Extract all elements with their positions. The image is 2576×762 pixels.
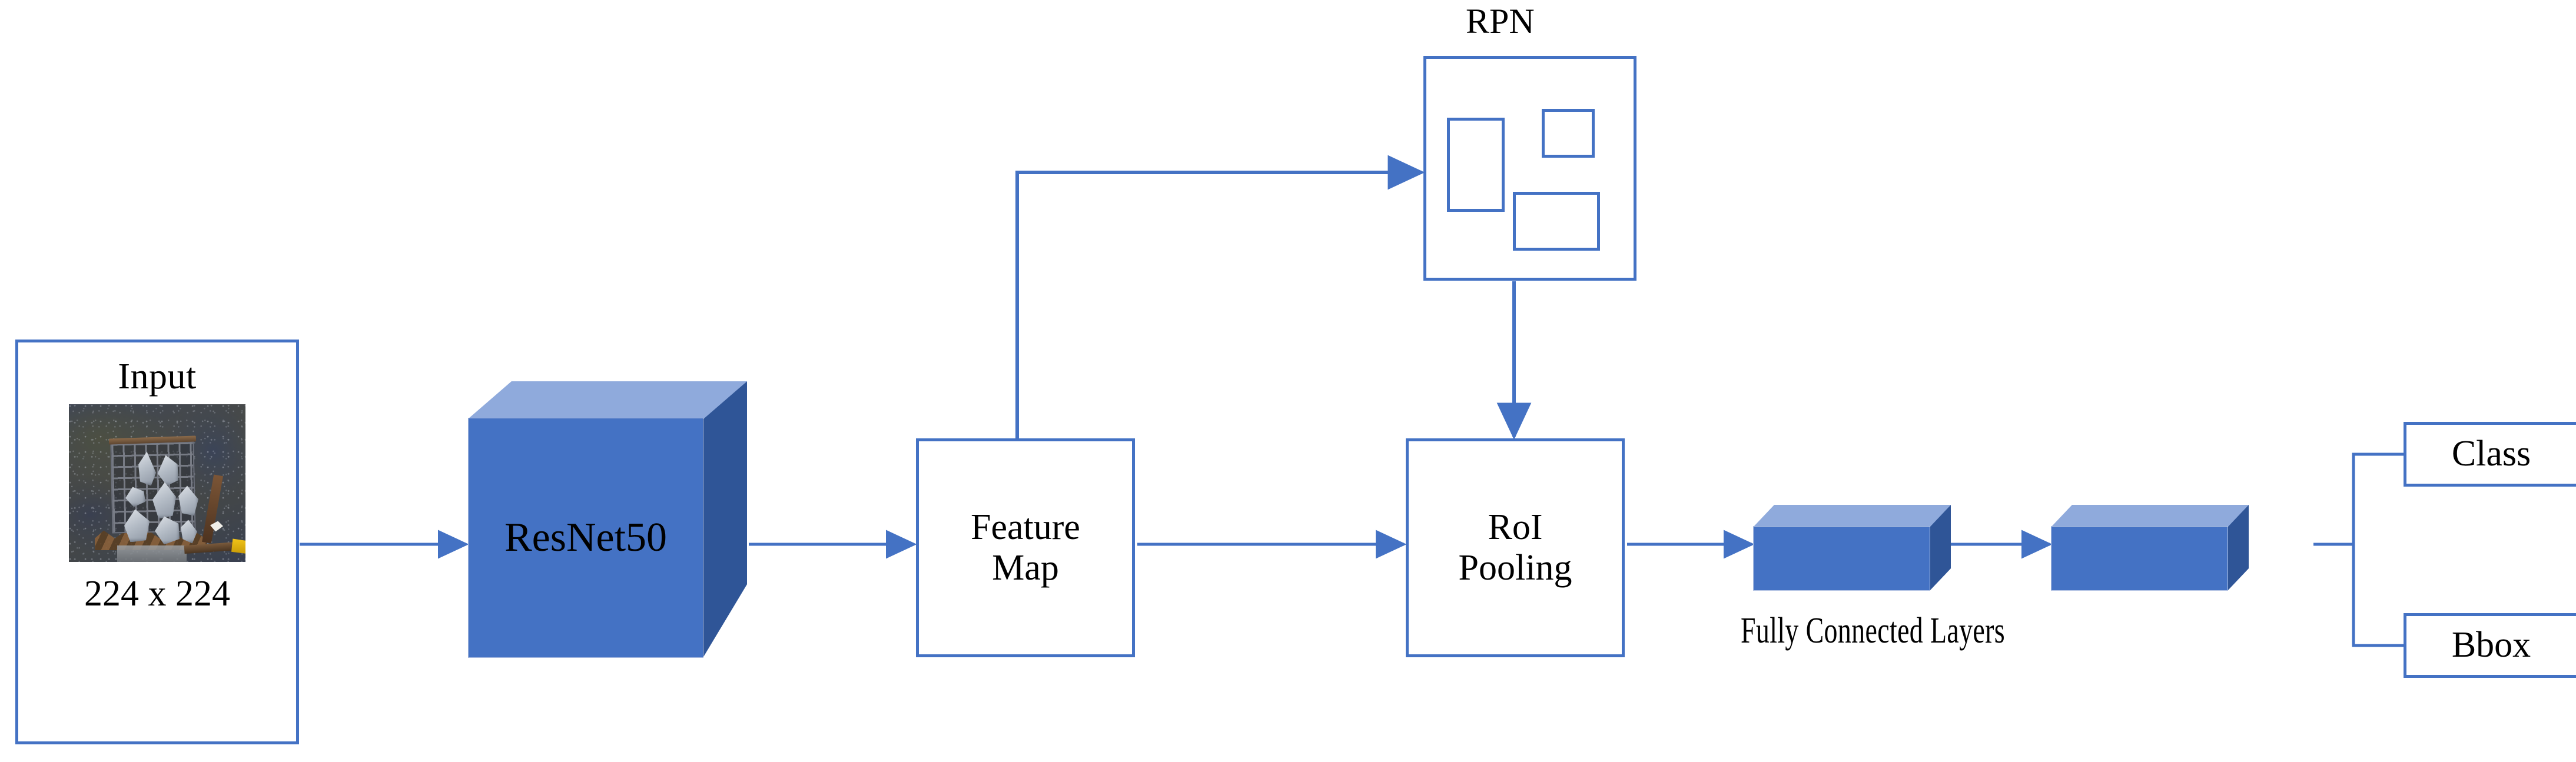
feature-map-label-line2: Map (992, 548, 1059, 588)
photo-yellow-part (231, 538, 245, 554)
photo-concrete-plate (117, 545, 187, 563)
fc-layer-1-slab (1753, 505, 1951, 591)
rpn-anchor-tall (1447, 118, 1505, 212)
output-class-label: Class (2451, 434, 2531, 474)
roi-pooling-box: RoI Pooling (1406, 438, 1625, 657)
input-title: Input (118, 357, 197, 397)
rpn-anchor-small-square (1542, 109, 1595, 158)
input-card: Input 224 x 224 (15, 340, 299, 744)
output-bbox-box: Bbox (2404, 613, 2576, 678)
cube-front-face: ResNet50 (468, 418, 703, 658)
input-size-caption: 224 x 224 (84, 574, 230, 614)
input-photo (69, 404, 245, 563)
fully-connected-layers-caption: Fully Connected Layers (1741, 611, 2006, 651)
output-bbox-label: Bbox (2451, 625, 2531, 665)
slab-top-face (1753, 505, 1951, 527)
photo-metal-grid (110, 441, 196, 534)
slab-front-face (1753, 526, 1930, 591)
slab-front-face (2051, 526, 2228, 591)
cube-side-face (703, 381, 747, 658)
connector-to-bbox (2352, 544, 2405, 647)
roi-pooling-label-line2: Pooling (1458, 548, 1572, 588)
feature-map-label-line1: Feature (971, 507, 1080, 547)
rpn-anchor-wide (1513, 192, 1600, 251)
arrow-featuremap-to-rpn (1015, 155, 1425, 438)
slab-top-face (2051, 505, 2249, 527)
roi-pooling-label-line1: RoI (1488, 507, 1543, 547)
resnet50-label: ResNet50 (504, 515, 668, 560)
rpn-title: RPN (1466, 2, 1535, 41)
fc-layer-2-slab (2051, 505, 2249, 591)
feature-map-box: Feature Map (916, 438, 1135, 657)
connector-to-class (2352, 452, 2405, 544)
output-class-box: Class (2404, 422, 2576, 487)
cube-top-face (468, 381, 747, 419)
resnet50-cube: ResNet50 (468, 381, 747, 658)
